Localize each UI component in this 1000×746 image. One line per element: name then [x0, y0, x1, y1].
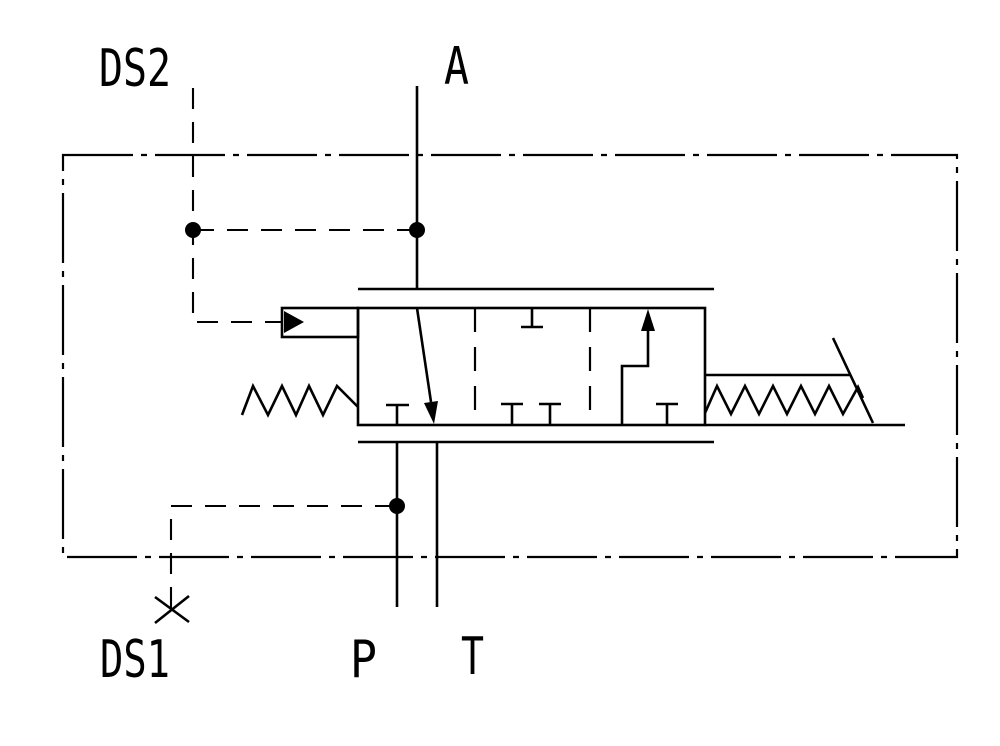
- spool-position-3: [620, 309, 678, 425]
- pilot-triangle-icon: [284, 311, 304, 333]
- flow-arrow-down-icon: [424, 401, 438, 424]
- junction-dot-a: [409, 222, 425, 238]
- lever-line: [831, 337, 875, 424]
- junction-dot-p: [389, 498, 405, 514]
- spool-position-2: [501, 308, 561, 425]
- spool-position-1: [386, 307, 438, 425]
- ds1-pilot-line: [169, 504, 396, 609]
- blocked-port-t3: [656, 402, 678, 425]
- pilot-actuator: [280, 306, 360, 339]
- return-spring-left: [240, 382, 359, 419]
- blocked-port-p1: [386, 403, 409, 425]
- junction-dot-ds2: [185, 222, 201, 238]
- label-port-ds2: DS2: [99, 39, 171, 99]
- label-port-ds1: DS1: [100, 630, 170, 690]
- blocked-port-t2: [539, 402, 561, 425]
- blocked-port-a2: [521, 308, 543, 329]
- pilot-line-ds2: [191, 88, 281, 324]
- blocked-port-p2: [501, 402, 523, 425]
- label-port-p: P: [350, 630, 377, 690]
- flow-arrow-up-icon: [641, 309, 655, 331]
- enclosure-boundary: [61, 153, 959, 559]
- return-spring-right: [703, 373, 865, 417]
- plugged-port-symbol: [154, 594, 190, 625]
- label-port-t: T: [461, 627, 484, 687]
- label-port-a: A: [444, 37, 469, 97]
